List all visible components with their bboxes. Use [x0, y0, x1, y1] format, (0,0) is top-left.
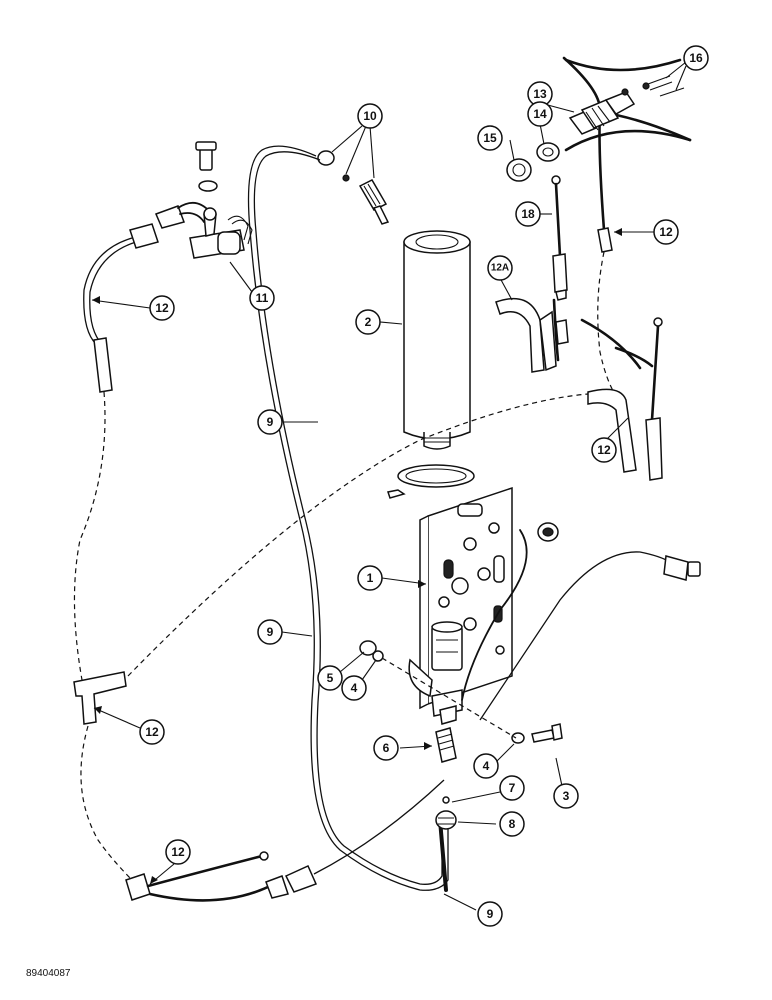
- callout-label: 14: [533, 107, 547, 121]
- callout-12c: 12: [165, 839, 191, 865]
- callout-4a: 4: [341, 675, 367, 701]
- callout-label: 9: [267, 625, 274, 639]
- harness-12a: [495, 297, 654, 373]
- callout-9b: 9: [257, 619, 283, 645]
- callout-10: 10: [357, 103, 383, 129]
- callout-9c: 9: [477, 901, 503, 927]
- callout-label: 13: [533, 87, 547, 101]
- figure-reference: 89404087: [26, 968, 71, 979]
- callout-label: 4: [351, 681, 358, 695]
- callout-11: 11: [249, 285, 275, 311]
- callout-label: 18: [521, 207, 535, 221]
- callout-7: 7: [499, 775, 525, 801]
- callout-label: 15: [483, 131, 497, 145]
- callout-label: 9: [267, 415, 274, 429]
- callout-18: 18: [515, 201, 541, 227]
- callout-label: 2: [365, 315, 372, 329]
- callout-label: 6: [383, 741, 390, 755]
- harness-right: [587, 227, 663, 481]
- callout-label: 11: [256, 291, 269, 305]
- routing-dashes: [127, 393, 589, 677]
- callout-label: 12: [659, 225, 673, 239]
- callout-16: 16: [683, 45, 709, 71]
- callout-label: 10: [363, 109, 377, 123]
- callout-5: 5: [317, 665, 343, 691]
- callout-2: 2: [355, 309, 381, 335]
- callout-label: 5: [327, 671, 334, 685]
- sensor-switch-assembly: [506, 56, 692, 232]
- callout-label: 8: [509, 817, 516, 831]
- switch-bracket: [189, 141, 253, 259]
- callout-label: 12A: [491, 263, 509, 274]
- callout-label: 9: [487, 907, 494, 921]
- callout-label: 7: [509, 781, 516, 795]
- callout-1: 1: [357, 565, 383, 591]
- mounting-bracket: [387, 464, 513, 725]
- callout-label: 16: [689, 51, 703, 65]
- callout-label: 12: [597, 443, 611, 457]
- harness-center: [461, 522, 701, 721]
- callout-13: 13: [527, 81, 553, 107]
- callout-label: 12: [155, 301, 169, 315]
- callout-12d: 12: [591, 437, 617, 463]
- callout-15: 15: [477, 125, 503, 151]
- callout-label: 12: [171, 845, 185, 859]
- callout-14: 14: [527, 101, 553, 127]
- ground-wire: [551, 175, 569, 362]
- callout-12b: 12: [139, 719, 165, 745]
- drain-hose: [247, 145, 457, 892]
- callout-6: 6: [373, 735, 399, 761]
- temperature-sender: [317, 150, 390, 225]
- fitting-and-hardware: [359, 640, 563, 763]
- leader-lines: [91, 61, 687, 911]
- callout-label: 12: [145, 725, 159, 739]
- callout-12a: 12: [149, 295, 175, 321]
- callout-3: 3: [553, 783, 579, 809]
- callout-label: 1: [367, 571, 374, 585]
- callout-12e: 12: [653, 219, 679, 245]
- callout-4b: 4: [473, 753, 499, 779]
- harness-left: [73, 202, 445, 902]
- callout-12A: 12A: [487, 255, 513, 281]
- callout-label: 4: [483, 759, 490, 773]
- filter-canister: [403, 230, 471, 450]
- callout-9a: 9: [257, 409, 283, 435]
- callout-8: 8: [499, 811, 525, 837]
- callout-label: 3: [563, 789, 570, 803]
